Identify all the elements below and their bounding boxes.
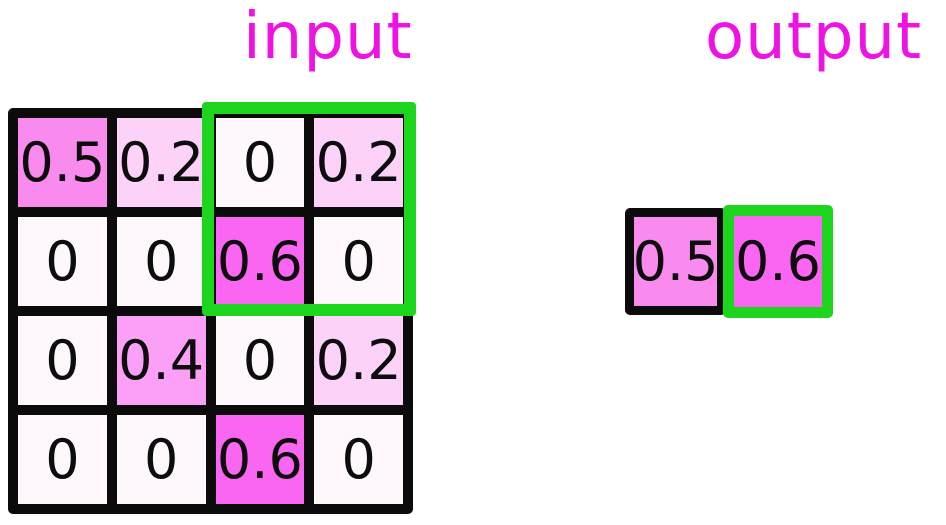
input-cell-r3c1: 0 bbox=[18, 316, 107, 405]
input-cell-r1c2: 0.2 bbox=[116, 118, 206, 207]
input-cell-r1c3: 0 bbox=[215, 118, 305, 207]
input-cell-r4c3: 0.6 bbox=[215, 415, 305, 504]
input-cell-r1c1: 0.5 bbox=[18, 118, 107, 207]
input-cell-r2c1: 0 bbox=[18, 217, 107, 306]
input-cell-r3c4: 0.2 bbox=[314, 316, 403, 405]
output-cell-2-highlighted: 0.6 bbox=[723, 205, 833, 318]
input-cell-r4c1: 0 bbox=[18, 415, 107, 504]
input-cell-r2c4: 0 bbox=[314, 217, 403, 306]
input-cell-r3c3: 0 bbox=[215, 316, 305, 405]
output-cell-1: 0.5 bbox=[625, 208, 726, 315]
input-cell-r4c2: 0 bbox=[116, 415, 206, 504]
input-grid: 0.5 0.2 0 0.2 0 0 0.6 0 0 0.4 0 0.2 0 0 … bbox=[8, 108, 413, 514]
input-cell-r3c2: 0.4 bbox=[116, 316, 206, 405]
input-cell-r2c2: 0 bbox=[116, 217, 206, 306]
input-title: input bbox=[243, 0, 413, 74]
input-cell-r1c4: 0.2 bbox=[314, 118, 403, 207]
input-cell-r4c4: 0 bbox=[314, 415, 403, 504]
output-title: output bbox=[705, 0, 923, 74]
input-cell-r2c3: 0.6 bbox=[215, 217, 305, 306]
